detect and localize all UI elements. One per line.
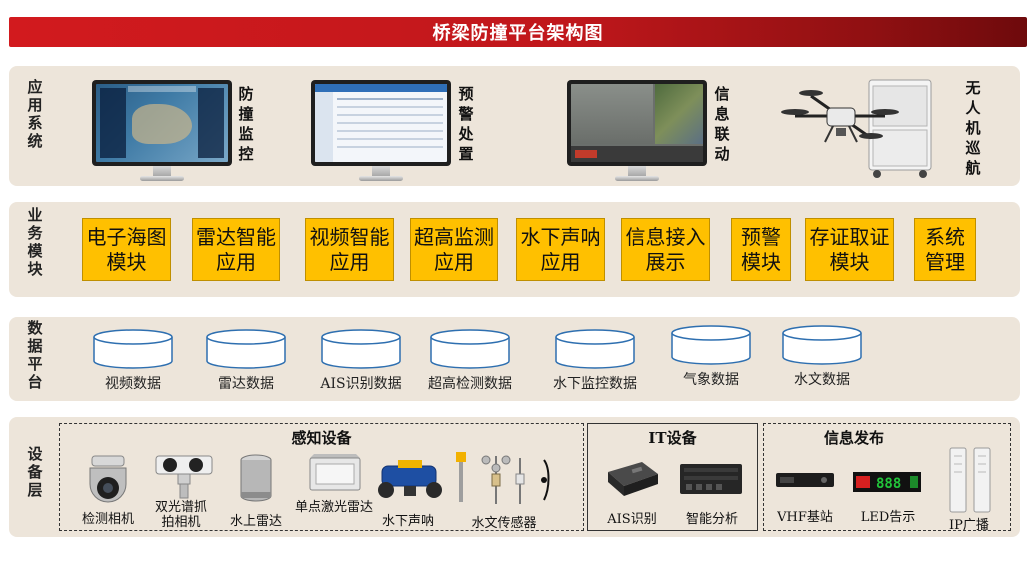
hydrology-sensor-icon: [456, 452, 550, 504]
dual-spectrum-camera-icon: [155, 455, 213, 499]
device-label-led: LED告示: [860, 510, 916, 525]
sensing-devices-title: 感知设备: [291, 429, 352, 447]
app-label-warning-disposal: 预警处置: [458, 85, 474, 163]
module-warning: 预警模块: [731, 218, 791, 281]
data-row-label: 数据平台: [27, 319, 43, 391]
it-devices-group: IT设备 AIS识别 智能分析: [587, 423, 758, 531]
vhf-base-station-icon: [776, 473, 834, 487]
info-publish-group: 信息发布 VHF基站 888 LED告示 IP广播: [763, 423, 1011, 533]
title-bar: 桥梁防撞平台架构图: [9, 17, 1027, 47]
application-row-label: 应用系统: [27, 78, 43, 150]
data-row: 数据平台 视频数据 雷达数据 AIS识别数据 超高检测数据 水下监控数据 气象数…: [9, 317, 1020, 401]
device-label-marine-radar: 水上雷达: [229, 514, 282, 529]
dome-camera-icon: [89, 455, 127, 503]
ip-speaker-icon: [949, 447, 991, 513]
device-label-ip-broadcast: IP广播: [949, 518, 989, 533]
device-label-hydrology-sensor: 水文传感器: [471, 516, 537, 531]
application-row: 应用系统 防撞监控: [9, 66, 1020, 186]
sensing-devices-group: 感知设备 检测相机 双光谱抓拍相机 水上雷达: [59, 423, 584, 531]
module-system-management: 系统管理: [914, 218, 976, 281]
video-screen-image: [571, 84, 703, 162]
module-over-height: 超高监测应用: [410, 218, 498, 281]
device-row: 设备层 感知设备 检测相机 双光谱抓拍相机 水上雷达: [9, 417, 1020, 537]
device-label-vhf: VHF基站: [777, 510, 833, 525]
table-screen-image: [315, 84, 447, 162]
device-label-inspection-camera: 检测相机: [81, 512, 134, 527]
device-row-label: 设备层: [27, 445, 43, 499]
module-radar-smart: 雷达智能应用: [192, 218, 280, 281]
business-row-label: 业务模块: [27, 206, 43, 278]
device-label-dual-spectrum-camera: 双光谱抓拍相机: [154, 500, 207, 530]
module-evidence: 存证取证模块: [805, 218, 894, 281]
page-title: 桥梁防撞平台架构图: [432, 23, 604, 44]
single-point-lidar-icon: [309, 454, 361, 491]
module-sonar: 水下声呐应用: [516, 218, 605, 281]
map-screen-image: [96, 84, 228, 162]
led-sign-icon: 888: [853, 472, 921, 492]
info-publish-title: 信息发布: [824, 429, 885, 447]
smart-analysis-box-icon: [680, 464, 742, 494]
ais-receiver-icon: [608, 462, 658, 496]
device-label-underwater-sonar: 水下声呐: [381, 514, 434, 529]
it-devices-title: IT设备: [648, 429, 697, 447]
underwater-sonar-icon: [378, 460, 442, 498]
app-label-info-linkage: 信息联动: [714, 85, 730, 163]
module-electronic-chart: 电子海图模块: [82, 218, 171, 281]
app-label-anti-collision: 防撞监控: [238, 85, 254, 163]
app-label-drone-patrol: 无人机巡航: [965, 79, 981, 177]
device-label-lidar: 单点激光雷达: [294, 500, 373, 515]
business-row: 业务模块 电子海图模块 雷达智能应用 视频智能应用 超高监测应用 水下声呐应用 …: [9, 202, 1020, 297]
device-label-ais: AIS识别: [607, 512, 657, 527]
marine-radar-icon: [240, 454, 272, 502]
device-label-smart-analysis: 智能分析: [685, 512, 738, 527]
module-info-access: 信息接入展示: [621, 218, 710, 281]
module-video-smart: 视频智能应用: [305, 218, 394, 281]
svg-text:888: 888: [876, 476, 901, 492]
